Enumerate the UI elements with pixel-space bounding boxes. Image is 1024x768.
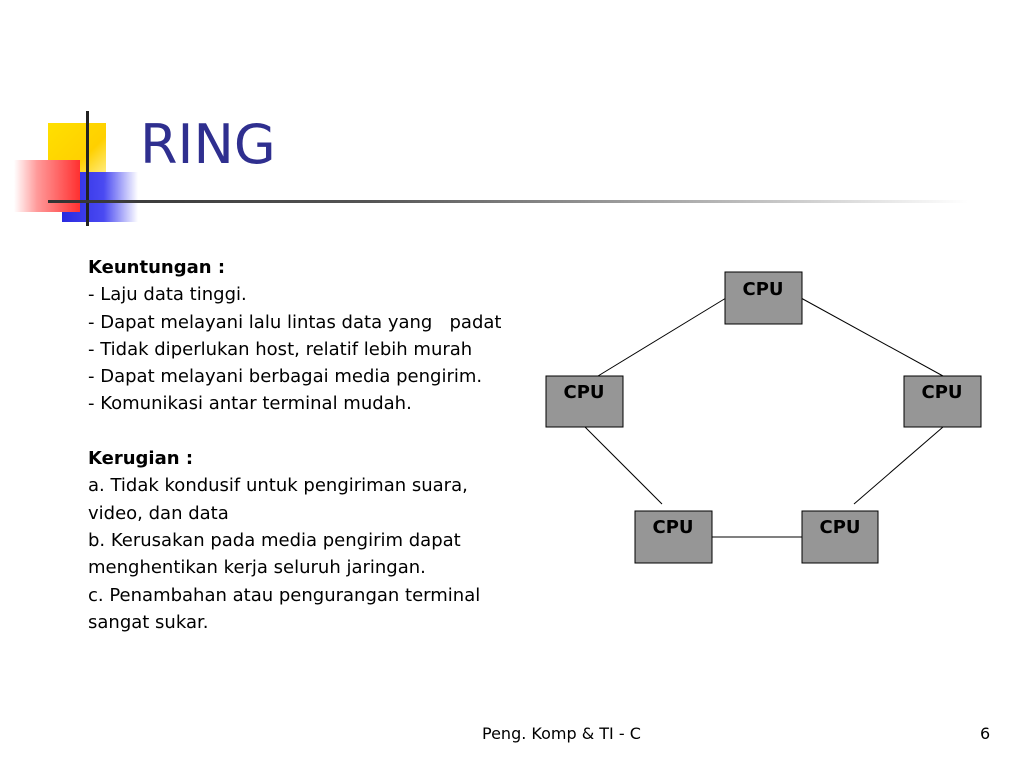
cpu-node-bottom-left: CPU bbox=[634, 510, 713, 564]
disadvantage-line: sangat sukar. bbox=[88, 611, 209, 633]
page-number: 6 bbox=[980, 724, 991, 743]
cpu-node-label: CPU bbox=[742, 279, 783, 300]
cpu-node-top: CPU bbox=[724, 271, 803, 325]
disadvantage-line: c. Penambahan atau pengurangan terminal bbox=[88, 584, 481, 606]
advantage-item: - Laju data tinggi. bbox=[88, 284, 247, 306]
advantage-item: - Komunikasi antar terminal mudah. bbox=[88, 393, 412, 415]
disadvantage-line: a. Tidak kondusif untuk pengiriman suara… bbox=[88, 475, 468, 497]
disadvantage-line: b. Kerusakan pada media pengirim dapat bbox=[88, 529, 461, 551]
advantage-item: - Dapat melayani berbagai media pengirim… bbox=[88, 366, 483, 388]
cpu-node-label: CPU bbox=[921, 382, 962, 403]
cpu-node-left: CPU bbox=[545, 375, 624, 428]
ring-link-top-right bbox=[800, 297, 944, 377]
footer-text: Peng. Komp & TI - C bbox=[482, 724, 641, 743]
advantage-item: - Tidak diperlukan host, relatif lebih m… bbox=[88, 338, 473, 360]
advantages-heading: Keuntungan : bbox=[88, 257, 226, 278]
disadvantage-line: menghentikan kerja seluruh jaringan. bbox=[88, 557, 426, 579]
slide-title: RING bbox=[140, 113, 276, 176]
title-underline bbox=[48, 200, 968, 203]
ring-link-left-bottom bbox=[584, 426, 663, 505]
cpu-node-bottom-right: CPU bbox=[801, 510, 879, 564]
logo-red-square bbox=[14, 160, 80, 212]
cpu-node-label: CPU bbox=[563, 382, 604, 403]
logo-vertical-line bbox=[86, 111, 89, 226]
advantage-item: - Dapat melayani lalu lintas data yang p… bbox=[88, 311, 502, 333]
cpu-node-right: CPU bbox=[903, 375, 982, 428]
ring-link-right-bottom bbox=[853, 426, 944, 505]
disadvantages-heading: Kerugian : bbox=[88, 448, 194, 470]
ring-link-top-left bbox=[597, 297, 727, 377]
disadvantage-line: video, dan data bbox=[88, 502, 229, 524]
content-text: Keuntungan : - Laju data tinggi. - Dapat… bbox=[88, 254, 558, 636]
cpu-node-label: CPU bbox=[819, 517, 860, 538]
cpu-node-label: CPU bbox=[652, 517, 693, 538]
